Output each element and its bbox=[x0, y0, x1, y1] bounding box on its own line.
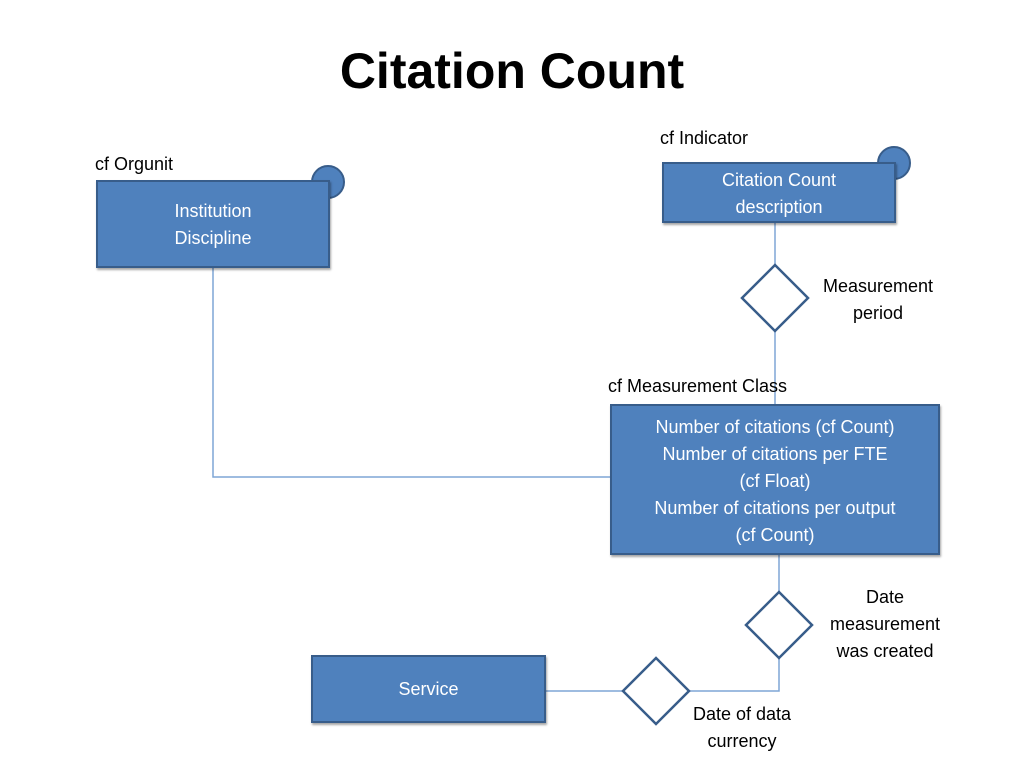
indicator-label: cf Indicator bbox=[660, 128, 749, 148]
orgunit-line: Discipline bbox=[174, 228, 252, 248]
date-currency-diamond bbox=[621, 656, 691, 726]
measurement-period-label: Measurement period bbox=[808, 273, 948, 327]
service-label: Service bbox=[398, 678, 459, 699]
date-created-line: was created bbox=[836, 641, 934, 661]
indicator-box[interactable]: Citation Count description bbox=[662, 162, 896, 223]
date-created-line: Date bbox=[865, 587, 905, 607]
measurement-period-diamond bbox=[740, 263, 810, 333]
page-title: Citation Count bbox=[339, 43, 685, 99]
date-currency-line: Date of data bbox=[692, 704, 792, 724]
date-currency-label: Date of data currency bbox=[672, 701, 812, 755]
measurement-class-line: Number of citations per FTE bbox=[662, 444, 888, 464]
service-box[interactable]: Service bbox=[311, 655, 546, 723]
date-currency-line: currency bbox=[707, 731, 777, 751]
date-created-line: measurement bbox=[829, 614, 941, 634]
orgunit-box[interactable]: Institution Discipline bbox=[96, 180, 330, 268]
measurement-class-line: Number of citations (cf Count) bbox=[655, 417, 895, 437]
date-created-label: Date measurement was created bbox=[814, 584, 956, 665]
measurement-period-line: period bbox=[852, 303, 904, 323]
measurement-class-box[interactable]: Number of citations (cf Count) Number of… bbox=[610, 404, 940, 555]
measurement-class-line: (cf Count) bbox=[735, 525, 815, 545]
measurement-class-label: cf Measurement Class bbox=[608, 376, 788, 396]
connector-orgunit-to-measurement-class bbox=[212, 267, 611, 478]
connector-date-created-to-currency bbox=[689, 658, 780, 692]
measurement-period-line: Measurement bbox=[822, 276, 934, 296]
indicator-line: Citation Count bbox=[721, 170, 837, 190]
orgunit-line: Institution bbox=[174, 201, 252, 221]
orgunit-label: cf Orgunit bbox=[95, 154, 174, 174]
indicator-line: description bbox=[735, 197, 823, 217]
measurement-class-line: Number of citations per output bbox=[654, 498, 896, 518]
measurement-class-line: (cf Float) bbox=[739, 471, 811, 491]
date-created-diamond bbox=[744, 590, 814, 660]
